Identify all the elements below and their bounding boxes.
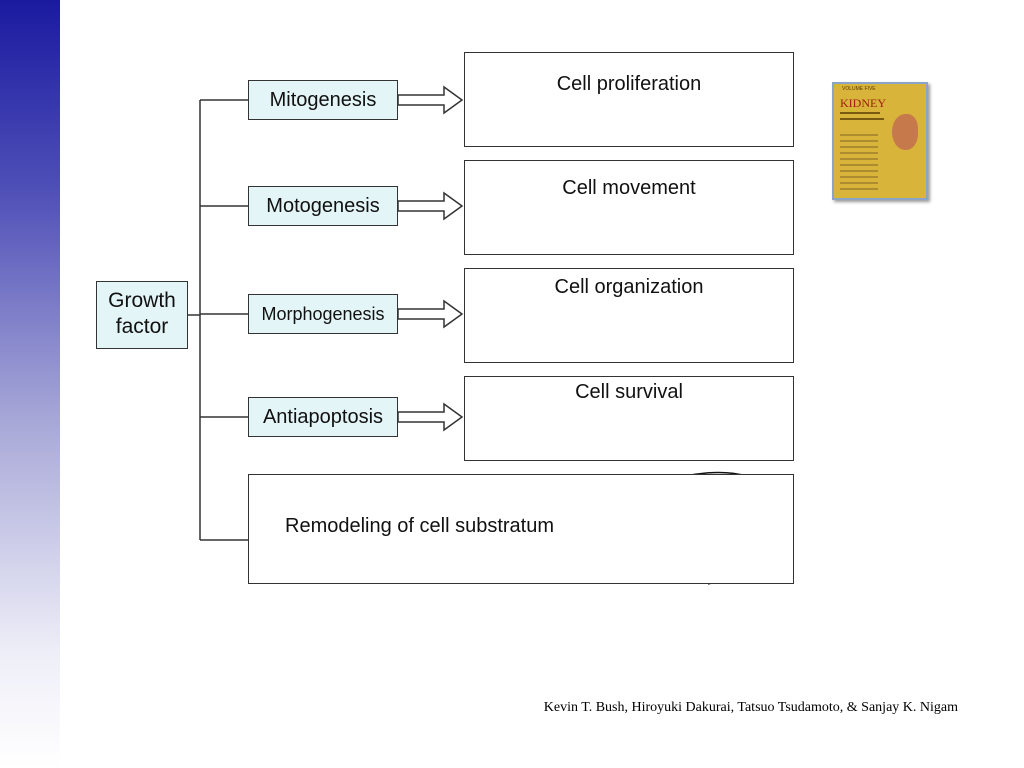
remodeling-title: Remodeling of cell substratum <box>285 515 555 537</box>
remodeling-box: Remodeling of cell substratum <box>248 474 794 584</box>
cell-proliferation-box: Cell proliferation <box>464 52 794 147</box>
mitogenesis-label: Mitogenesis <box>248 80 398 120</box>
cell-organization-box: Cell organization <box>464 268 794 363</box>
motogenesis-label: Motogenesis <box>248 186 398 226</box>
morphogenesis-label: Morphogenesis <box>248 294 398 334</box>
growth-factor-line2: factor <box>115 315 169 338</box>
cell-proliferation-title: Cell proliferation <box>556 73 702 95</box>
kidney-book-cover: VOLUME FIVE KIDNEY <box>832 82 928 200</box>
antiapoptosis-label: Antiapoptosis <box>248 397 398 437</box>
cell-organization-title: Cell organization <box>554 276 704 298</box>
growth-factor-diagram: D D Growth factor Mitogenesis Motogenesi… <box>96 52 796 586</box>
cell-movement-box: Cell movement <box>464 160 794 255</box>
author-credit: Kevin T. Bush, Hiroyuki Dakurai, Tatsuo … <box>543 700 958 715</box>
cell-movement-title: Cell movement <box>562 177 696 199</box>
cell-survival-title: Cell survival <box>575 381 683 403</box>
growth-factor-line1: Growth <box>108 289 176 312</box>
growth-factor-node: Growth factor <box>96 281 188 349</box>
tree-lines <box>188 99 248 541</box>
slide-sidebar-gradient <box>0 0 60 768</box>
cell-survival-box: Cell survival <box>464 376 794 461</box>
book-title: KIDNEY <box>840 96 886 110</box>
book-series: VOLUME FIVE <box>842 86 876 92</box>
hollow-arrows <box>397 85 464 432</box>
kidney-illustration-icon <box>892 114 918 150</box>
